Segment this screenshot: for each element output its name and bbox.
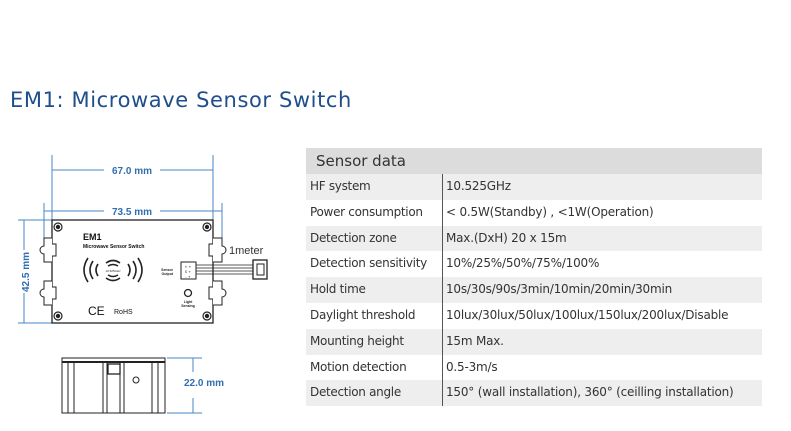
ce-mark-icon: CE (88, 304, 105, 318)
row-value: Max.(DxH) 20 x 15m (442, 225, 762, 252)
sensor-output-label-2: Output (162, 272, 174, 276)
dim-width-outer: 73.5 mm (112, 207, 152, 218)
light-sensor-icon (183, 288, 193, 298)
table-row: HF system 10.525GHz (306, 174, 762, 200)
side-body (61, 357, 166, 414)
sensor-output-connector (180, 261, 197, 280)
row-label: Power consumption (310, 204, 423, 219)
row-label: Mounting height (310, 333, 404, 348)
table-row: Hold time 10s/30s/90s/3min/10min/20min/30… (306, 277, 762, 303)
row-label: Detection zone (310, 230, 397, 245)
light-sensing-label: Light (184, 300, 193, 304)
cable-connector-icon (252, 259, 268, 280)
row-label: HF system (310, 179, 371, 193)
row-label: Detection sensitivity (310, 256, 427, 271)
row-value: 15m Max. (442, 328, 762, 355)
table-row: Mounting height 15m Max. (306, 328, 762, 355)
sensor-output-label: Sensor (161, 268, 174, 272)
row-value: 10.525GHz (442, 174, 762, 200)
row-label: Hold time (310, 282, 366, 297)
row-value: 10%/25%/50%/75%/100% (442, 251, 762, 278)
row-label: Detection angle (310, 385, 401, 400)
page-title: EM1: Microwave Sensor Switch (10, 88, 352, 112)
device-side-view-drawing: 22.0 mm (61, 357, 224, 414)
rohs-mark: RoHS (114, 309, 133, 316)
side-light-sensor-icon (132, 376, 140, 384)
row-value: < 0.5W(Standby) , <1W(Operation) (442, 199, 762, 226)
cable-length-label: 1meter (229, 245, 264, 257)
screw-icons (53, 222, 212, 321)
table-row: Motion detection 0.5-3m/s (306, 354, 762, 381)
light-sensing-label-2: Sensing (181, 304, 195, 308)
row-label: Daylight threshold (310, 307, 416, 322)
connector-inner (256, 263, 265, 276)
pin-label: + + (185, 265, 192, 269)
dim-depth: 22.0 mm (184, 378, 224, 389)
frequency-label: 10.525GHz (105, 269, 121, 273)
table-header: Sensor data (306, 148, 762, 174)
dim-height: 42.5 mm (21, 252, 32, 292)
table-row: Detection angle 150° (wall installation),… (306, 380, 762, 407)
table-row: Daylight threshold 10lux/30lux/50lux/100l… (306, 302, 762, 329)
row-label: Motion detection (310, 359, 407, 374)
row-value: 10lux/30lux/50lux/100lux/150lux/200lux/D… (442, 302, 762, 329)
mounting-tabs (39, 237, 227, 306)
device-model: EM1 (83, 232, 102, 242)
table-row: Detection sensitivity 10%/25%/50%/75%/100… (306, 251, 762, 278)
device-name: Microwave Sensor Switch (83, 244, 144, 250)
cable (196, 264, 255, 275)
pin-label: - + (185, 275, 190, 279)
row-value: 150° (wall installation), 360° (ceilling… (442, 380, 762, 407)
pin-label: S + (185, 270, 191, 274)
table-row: Detection zone Max.(DxH) 20 x 15m (306, 225, 762, 252)
row-value: 10s/30s/90s/3min/10min/20min/30min (442, 277, 762, 303)
table-row: Power consumption < 0.5W(Standby) , <1W(O… (306, 199, 762, 226)
row-value: 0.5-3m/s (442, 354, 762, 381)
device-top-view-drawing: 67.0 mm 73.5 mm 42.5 mm EM1 Microwave Se… (18, 155, 268, 324)
microwave-signal-icon (83, 257, 143, 283)
dim-width-inner: 67.0 mm (112, 166, 152, 177)
